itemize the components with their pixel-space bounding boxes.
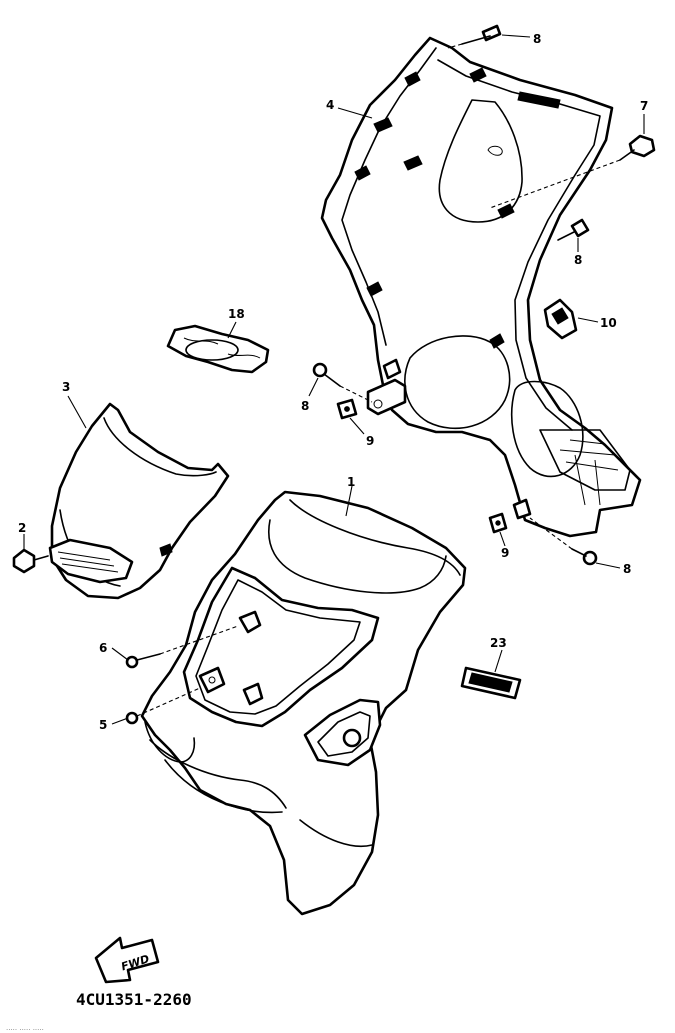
- callout-5: 5: [99, 718, 107, 732]
- callout-labels: 8 4 7 8 10 18 3 8 9 1 2 9 8 6 23 5: [18, 32, 648, 732]
- part-9-nut-left: [336, 398, 358, 420]
- leader-lines: [23, 34, 645, 725]
- callout-6: 6: [99, 641, 107, 655]
- part-4-leg-shield: [320, 36, 642, 538]
- corner-mark: ..... ..... .....: [6, 1024, 44, 1032]
- callout-23: 23: [490, 636, 507, 650]
- part-6-screw: [125, 625, 239, 669]
- callout-8-right: 8: [574, 253, 582, 267]
- callout-8-top: 8: [533, 32, 541, 46]
- part-7-bolt: [489, 134, 656, 209]
- callout-10: 10: [600, 316, 617, 330]
- part-8-screw-right: [557, 218, 590, 241]
- forward-direction-arrow: FWD: [94, 936, 160, 984]
- part-8-screw-lower: [529, 517, 598, 566]
- part-18-emblem: [166, 324, 270, 374]
- callout-7: 7: [640, 99, 648, 113]
- callout-9-lower: 9: [501, 546, 509, 560]
- part-10-clip: [543, 298, 578, 340]
- callout-4: 4: [326, 98, 334, 112]
- part-3-top-cover: [48, 402, 230, 600]
- callout-8-left: 8: [301, 399, 309, 413]
- part-23-label: [460, 666, 522, 700]
- part-8-screw-left: [312, 362, 373, 403]
- part-8-screw-top: [447, 24, 502, 49]
- drawing-code: 4CU1351-2260: [76, 990, 192, 1009]
- callout-1: 1: [347, 475, 355, 489]
- callout-8-lower: 8: [623, 562, 631, 576]
- callout-2: 2: [18, 521, 26, 535]
- part-1-front-cover: [140, 490, 467, 916]
- callout-9-left: 9: [366, 434, 374, 448]
- callout-3: 3: [62, 380, 70, 394]
- part-9-nut-lower: [488, 498, 532, 534]
- part-2-screw: [12, 548, 49, 574]
- callout-18: 18: [228, 307, 245, 321]
